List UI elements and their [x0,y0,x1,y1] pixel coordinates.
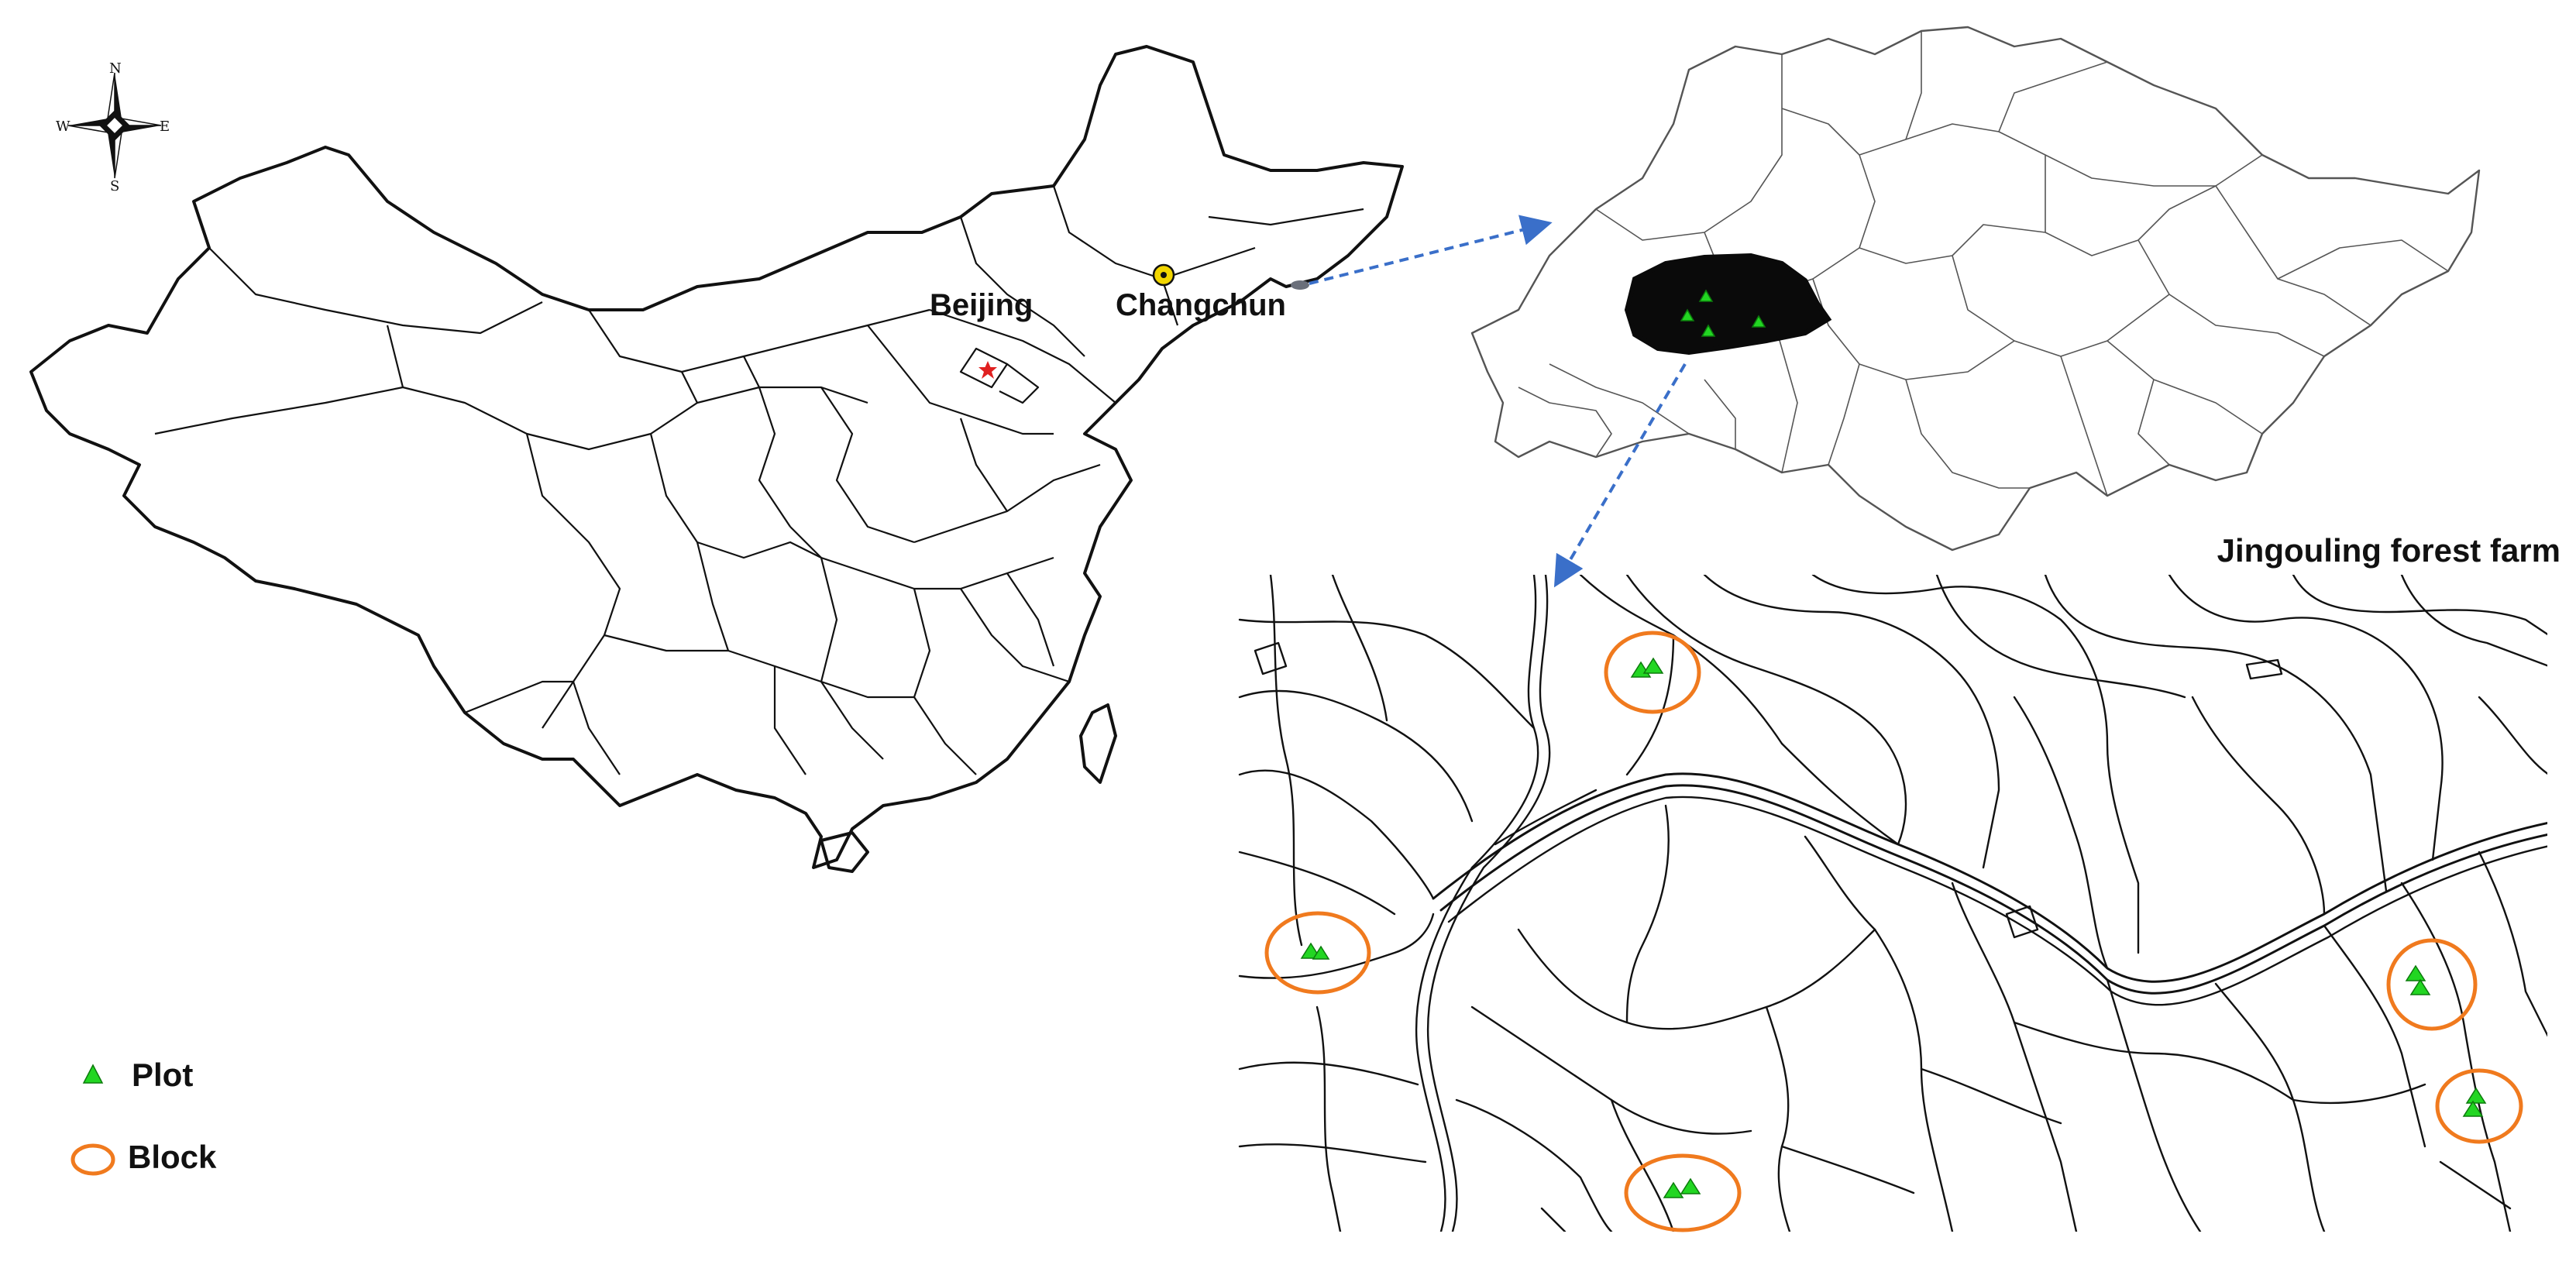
plot-marker [1642,657,1664,674]
jilin-map [1470,26,2481,552]
changchun-label: Changchun [1116,288,1286,322]
china-map [29,45,1404,873]
block-marker [1264,911,1371,995]
block-marker [2386,938,2478,1031]
legend-block-label: Block [128,1139,217,1175]
compass-east: E [160,119,170,135]
arrow-to-jilin [1309,215,1553,285]
legend-plot-icon [82,1064,104,1084]
beijing-label: Beijing [930,288,1033,322]
plot-marker [1663,1181,1684,1198]
block-marker [1604,631,1701,714]
block-marker [2435,1068,2523,1144]
compass-south: S [110,178,120,194]
plot-marker [2409,978,2431,995]
inset-title: Jingouling forest farm [2217,532,2561,569]
hainan-outline [820,831,869,873]
study-region [1624,253,1832,356]
study-area-marker [1291,280,1309,290]
arrow-to-forest-farm [1553,363,1687,588]
plot-marker [2405,964,2426,981]
region-plot-markers [1680,289,1766,337]
china-outline [29,45,1404,869]
plot-marker [1680,1177,1701,1194]
changchun-marker [1152,263,1175,287]
block-markers [1264,631,2523,1232]
jilin-county-lines [1518,31,2449,497]
beijing-marker [978,361,997,379]
compass-north: N [109,60,122,77]
legend-block-icon [71,1143,115,1176]
connector-arrows [1309,215,1687,588]
compass-rose-icon [67,72,162,179]
jilin-outline [1470,26,2481,552]
plot-markers [1300,657,2487,1198]
plot-marker [2465,1087,2487,1104]
plot-marker [2462,1100,2484,1117]
china-province-lines [154,185,1364,775]
legend-plot-label: Plot [132,1057,194,1093]
compass-west: W [56,119,71,135]
block-marker [1624,1153,1742,1232]
taiwan-outline [1079,703,1117,784]
forest-farm-map [1238,575,2547,1232]
plot-marker [1312,945,1330,960]
